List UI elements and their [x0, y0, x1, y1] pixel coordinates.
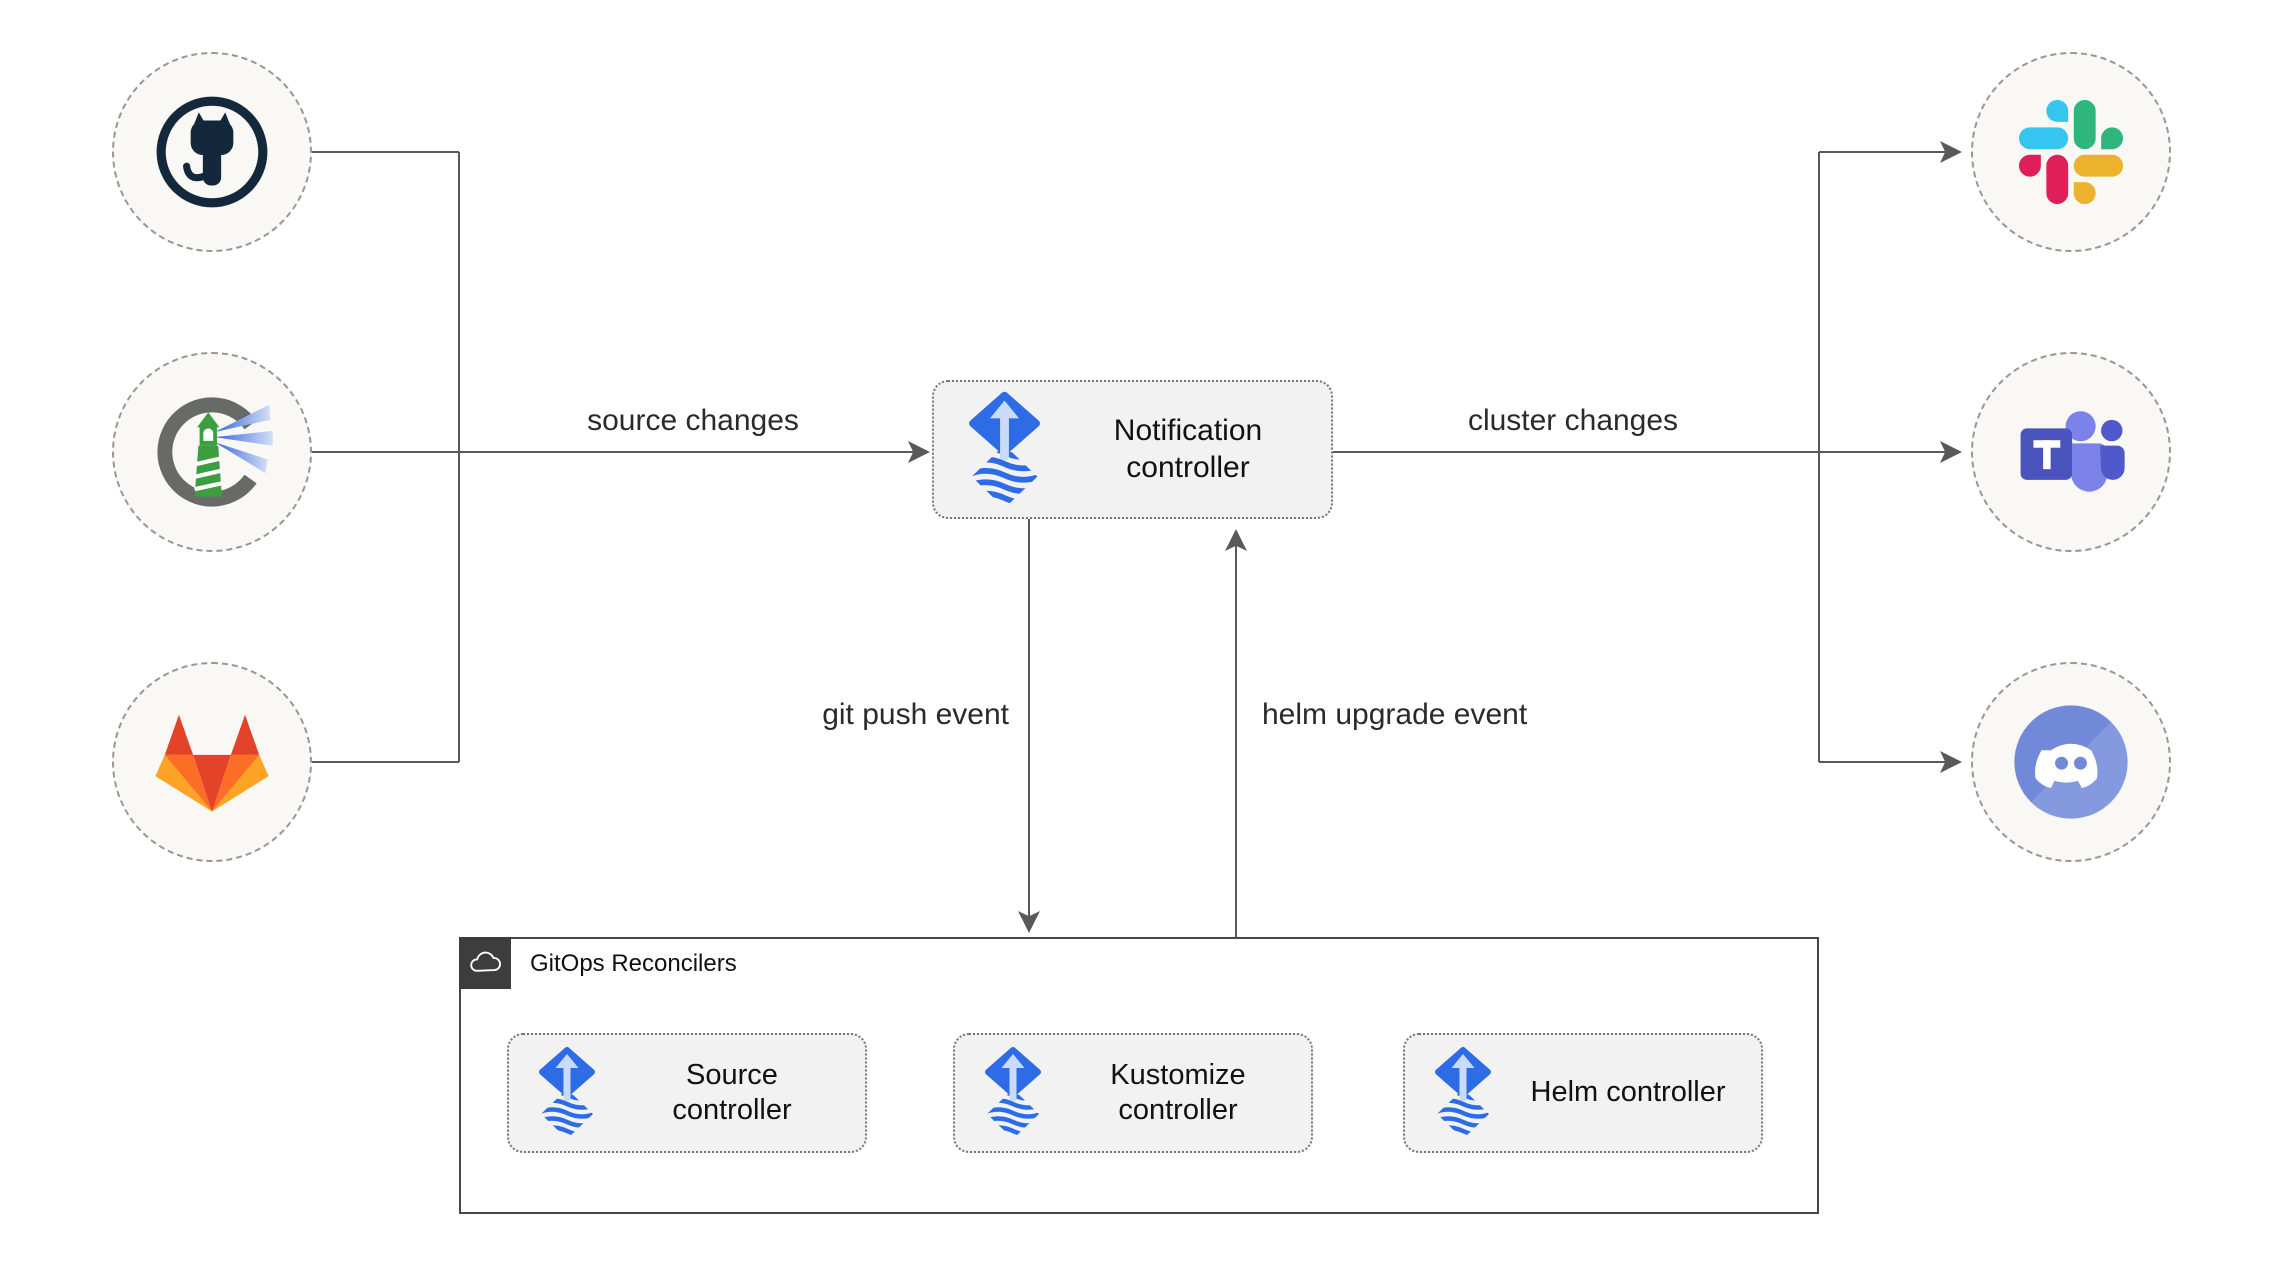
flux-icon — [964, 389, 1045, 511]
target-node-slack — [1971, 52, 2171, 252]
target-node-discord — [1971, 662, 2171, 862]
node-label: Helm controller — [1530, 1076, 1726, 1109]
target-node-teams — [1971, 352, 2171, 552]
edge-label-git-push-event: git push event — [822, 698, 1009, 731]
node-kustomize-controller: Kustomize controller — [953, 1033, 1313, 1153]
flux-icon — [1431, 1045, 1495, 1141]
edge-label-helm-upgrade-event: helm upgrade event — [1262, 698, 1528, 731]
node-label: Source controller — [672, 1058, 792, 1126]
discord-icon — [2014, 705, 2128, 819]
container-label: GitOps Reconcilers — [530, 950, 737, 977]
node-label: Notification controller — [1113, 413, 1263, 484]
cloud-icon — [470, 951, 501, 972]
teams-icon — [2020, 411, 2125, 492]
slack-icon — [2019, 100, 2123, 204]
source-node-github — [112, 52, 312, 252]
github-icon — [156, 96, 268, 208]
gitlab-icon — [155, 714, 269, 812]
source-node-harbor — [112, 352, 312, 552]
source-node-gitlab — [112, 662, 312, 862]
node-source-controller: Source controller — [507, 1033, 867, 1153]
edge-label-source-changes: source changes — [587, 404, 799, 437]
node-notification-controller: Notification controller — [932, 380, 1333, 519]
flux-icon — [981, 1045, 1045, 1141]
container-tab — [459, 937, 511, 989]
edge-label-cluster-changes: cluster changes — [1467, 404, 1679, 437]
node-label: Kustomize controller — [1110, 1058, 1246, 1126]
harbor-icon — [157, 397, 273, 507]
node-helm-controller: Helm controller — [1403, 1033, 1763, 1153]
flux-icon — [535, 1045, 599, 1141]
